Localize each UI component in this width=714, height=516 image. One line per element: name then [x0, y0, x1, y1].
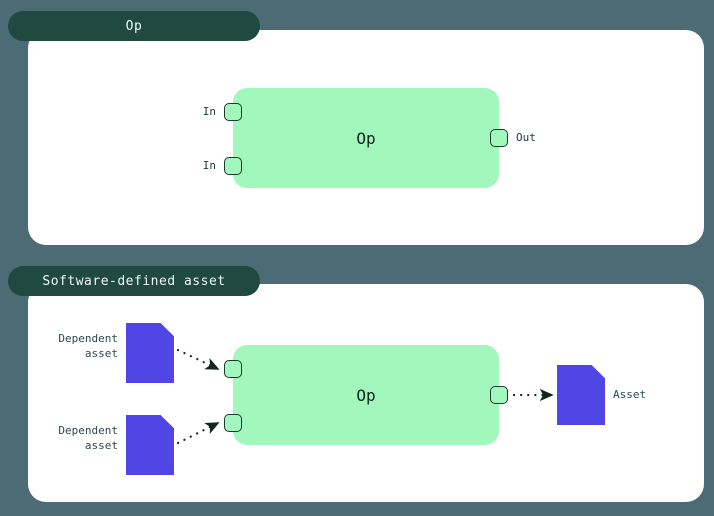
- op-1-output-port-0-label: Out: [516, 131, 536, 144]
- op-1-output-port-0[interactable]: [490, 129, 508, 147]
- panel-tab-op[interactable]: Op: [8, 11, 260, 41]
- output-asset-label: Asset: [613, 388, 647, 401]
- output-asset-icon[interactable]: [557, 365, 605, 425]
- dependent-asset-label-1: Dependent asset: [58, 424, 118, 452]
- op-1-input-port-1-label: In: [202, 159, 216, 172]
- dependent-asset-icon-1[interactable]: [126, 415, 174, 475]
- op-1-input-port-0[interactable]: [224, 103, 242, 121]
- panel-tab-software-defined-asset[interactable]: Software-defined asset: [8, 266, 260, 296]
- dependent-asset-icon-0[interactable]: [126, 323, 174, 383]
- op-box-2-label: Op: [356, 385, 376, 405]
- op-box-2[interactable]: Op: [233, 345, 499, 445]
- op-2-output-port-0[interactable]: [490, 386, 508, 404]
- op-1-input-port-1[interactable]: [224, 157, 242, 175]
- panel-tab-op-label: Op: [125, 18, 143, 34]
- panel-tab-software-defined-asset-label: Software-defined asset: [42, 273, 226, 289]
- op-box-1[interactable]: Op: [233, 88, 499, 188]
- op-2-input-port-0[interactable]: [224, 360, 242, 378]
- op-box-1-label: Op: [356, 128, 376, 148]
- dependent-asset-label-0: Dependent asset: [58, 332, 118, 360]
- op-1-input-port-0-label: In: [202, 105, 216, 118]
- op-2-input-port-1[interactable]: [224, 414, 242, 432]
